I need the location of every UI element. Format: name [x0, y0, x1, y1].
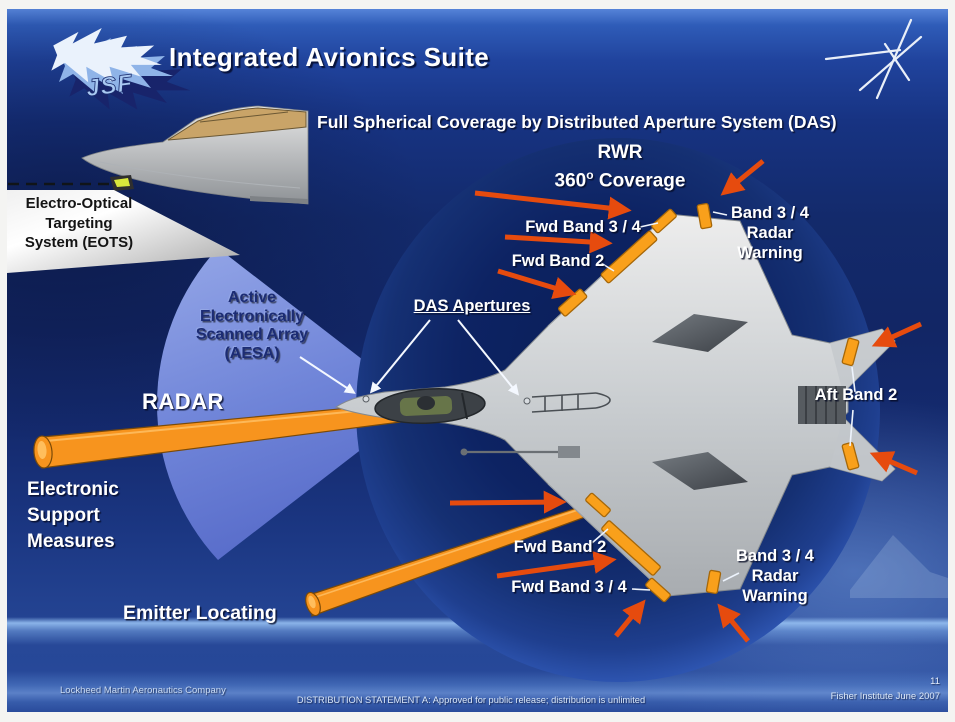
- footer-credit: Fisher Institute June 2007: [830, 691, 940, 702]
- label-fwd-band34-bottom: Fwd Band 3 / 4: [511, 578, 627, 596]
- rwr-coverage-text: Coverage: [593, 170, 686, 192]
- footer-company: Lockheed Martin Aeronautics Company: [60, 685, 226, 696]
- label-radar-warning-top: Band 3 / 4 Radar Warning: [731, 204, 809, 262]
- footer-page-number: 11: [930, 676, 940, 687]
- footer-distribution: DISTRIBUTION STATEMENT A: Approved for p…: [296, 695, 646, 705]
- page-title: Integrated Avionics Suite: [169, 42, 490, 72]
- label-fwd-band2-top: Fwd Band 2: [511, 252, 605, 270]
- label-aesa: Active Electronically Scanned Array (AES…: [195, 289, 309, 362]
- rwr-coverage-value: 360: [554, 170, 587, 192]
- label-radar-warning-bottom: Band 3 / 4 Radar Warning: [736, 547, 814, 605]
- subtitle: Full Spherical Coverage by Distributed A…: [317, 112, 837, 132]
- label-aft-band2: Aft Band 2: [814, 386, 898, 404]
- label-das-apertures: DAS Apertures: [413, 297, 531, 315]
- label-emitter-locating: Emitter Locating: [123, 602, 277, 624]
- label-esm: Electronic Support Measures: [27, 479, 119, 552]
- label-radar: RADAR: [142, 389, 224, 414]
- rwr-coverage-label: RWR 360o Coverage: [505, 141, 735, 192]
- label-fwd-band34-top: Fwd Band 3 / 4: [525, 218, 641, 236]
- degree-mark: o: [586, 168, 594, 182]
- label-eots: Electro-Optical Targeting System (EOTS): [24, 195, 134, 251]
- rwr-title: RWR: [597, 142, 643, 163]
- label-fwd-band2-bottom: Fwd Band 2: [513, 538, 607, 556]
